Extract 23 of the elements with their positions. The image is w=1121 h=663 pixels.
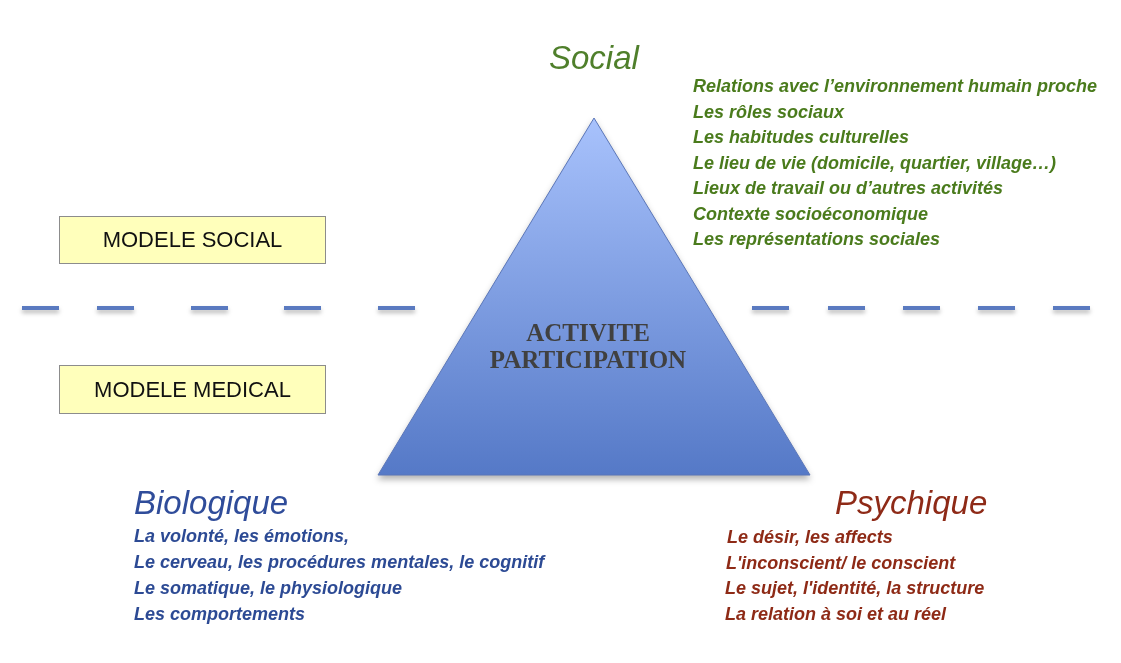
list-item: Les rôles sociaux [693,101,845,123]
list-item: Le cerveau, les procédures mentales, le cognitif [134,551,545,573]
triangle-label: ACTIVITE PARTICIPATION [488,319,688,373]
model-box [59,216,326,264]
list-item: Les représentations sociales [693,228,941,250]
list-item: Relations avec l’environnement humain proche [693,75,1098,97]
section-heading: Biologique [134,483,289,523]
list-item: Contexte socioéconomique [693,203,929,225]
list-item: Lieux de travail ou d’autres activités [693,177,1004,199]
list-item: La volonté, les émotions, [134,525,350,547]
list-item: Les comportements [134,603,306,625]
list-item: L'inconscient/ le conscient [726,552,956,574]
list-item: Les habitudes culturelles [693,126,910,148]
list-item: Le sujet, l'identité, la structure [725,577,985,599]
section-heading: Social [549,38,639,78]
list-item: Le lieu de vie (domicile, quartier, village…) [693,152,1057,174]
box-label: MODELE MEDICAL [94,376,291,403]
model-box [59,365,326,414]
box-label: MODELE SOCIAL [102,227,283,253]
list-item: La relation à soi et au réel [725,603,947,625]
section-heading: Psychique [835,483,988,523]
list-item: Le somatique, le physiologique [134,577,403,599]
list-item: Le désir, les affects [727,526,893,548]
